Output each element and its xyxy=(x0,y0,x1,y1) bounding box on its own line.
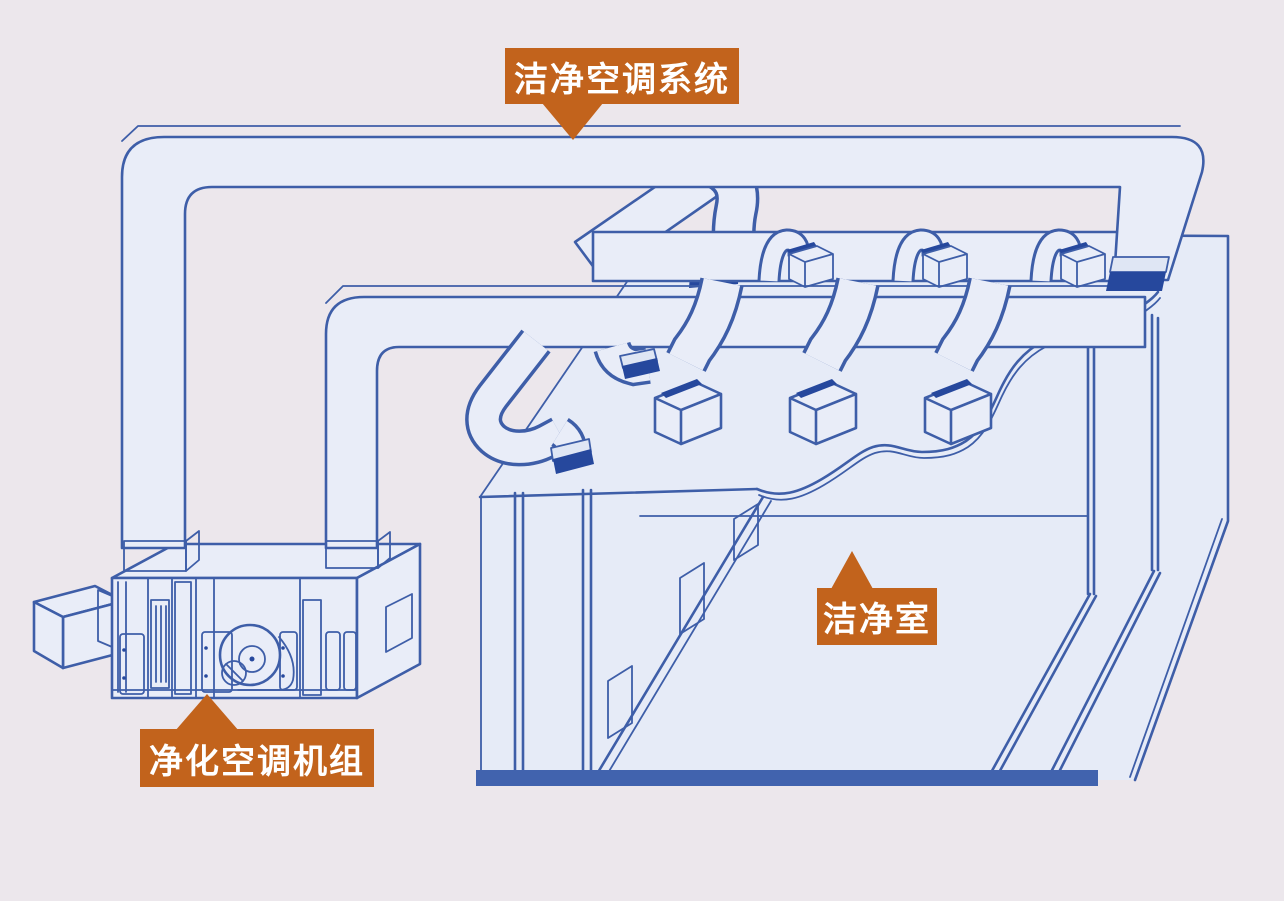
pointer-up-icon xyxy=(831,551,873,589)
hepa-filter-column xyxy=(302,599,322,696)
pointer-up-icon xyxy=(175,694,239,731)
branch-arch xyxy=(757,228,834,288)
fresh-air-intake xyxy=(32,584,126,670)
branch-arch xyxy=(891,228,968,288)
left-wall xyxy=(480,488,593,774)
hepa-drop-elbows xyxy=(666,277,1012,372)
clean-room xyxy=(476,231,1230,786)
fan xyxy=(218,623,295,691)
room-interior xyxy=(639,313,1162,780)
partition-wall xyxy=(595,495,772,779)
return-grille xyxy=(733,503,759,561)
return-grille xyxy=(679,562,705,635)
label-clean-air-system: 洁净空调系统 xyxy=(505,48,739,104)
flex-connectors xyxy=(123,530,391,572)
ceiling-diffuser-branch xyxy=(593,340,660,387)
label-clean-room: 洁净室 xyxy=(817,588,937,645)
return-duct xyxy=(120,125,1205,550)
floor-line xyxy=(476,770,1098,786)
upper-supply-header xyxy=(573,145,1152,288)
hepa-box xyxy=(653,379,723,446)
branch-arch xyxy=(1029,228,1106,288)
hepa-box xyxy=(788,379,858,446)
hepa-box xyxy=(923,379,993,446)
u-branch-duct xyxy=(465,329,594,474)
return-grille xyxy=(607,665,633,739)
label-ahu: 净化空调机组 xyxy=(140,729,374,787)
pointer-down-icon xyxy=(542,103,603,140)
